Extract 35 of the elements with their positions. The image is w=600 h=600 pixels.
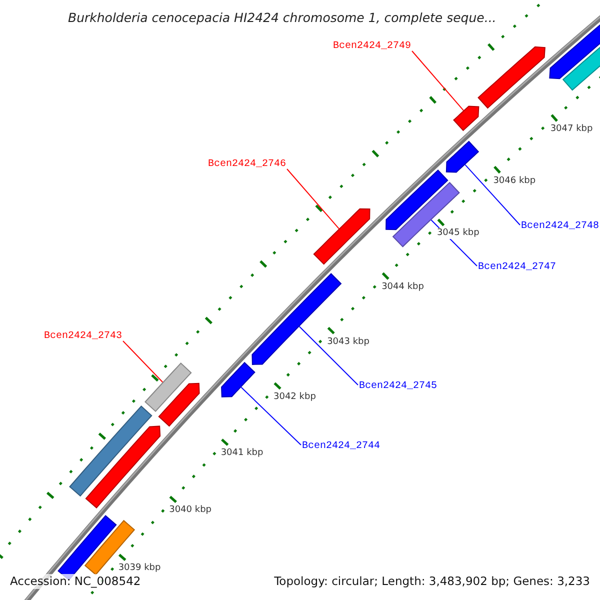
gene-label: Bcen2424_2744 (302, 441, 380, 453)
scale-label: 3039 kbp (118, 563, 161, 574)
scale-label: 3045 kbp (436, 228, 480, 240)
scale-label: 3046 kbp (493, 176, 536, 187)
scale-label: 3047 kbp (550, 124, 593, 135)
map-title: Burkholderia cenocepacia HI2424 chromosome 1, complete seque... (68, 10, 496, 26)
scale-label: 3044 kbp (382, 282, 424, 294)
gene-bar (446, 140, 480, 173)
gene-bar (158, 382, 200, 427)
genome-info-text: Topology: circular; Length: 3,483,902 bp; Genes: 3,233 (272, 574, 592, 589)
gene-label: Bcen2424_2749 (333, 41, 412, 53)
gene-label: Bcen2424_2747 (478, 262, 556, 274)
scale-label: 3042 kbp (274, 392, 316, 403)
leader-line (122, 340, 164, 383)
gene-bar (144, 362, 192, 412)
scale-label: 3043 kbp (327, 336, 370, 348)
gene-bar (85, 426, 161, 508)
scale-label: 3041 kbp (220, 448, 264, 460)
gene-bar (478, 46, 546, 109)
gene-bar (313, 208, 370, 265)
leader-line (298, 326, 358, 386)
gene-bar (221, 362, 256, 398)
gene-label: Bcen2424_2743 (44, 331, 122, 343)
gene-bar (392, 182, 460, 248)
gene-label: Bcen2424_2748 (521, 221, 600, 233)
leader-line (240, 386, 302, 446)
leader-line (464, 164, 520, 226)
leader-line (286, 168, 340, 230)
accession-text: Accession: NC_008542 (8, 574, 143, 589)
gene-label: Bcen2424_2745 (359, 381, 438, 393)
scale-label: 3040 kbp (169, 505, 212, 516)
leader-line (412, 50, 464, 111)
gene-bar (69, 406, 152, 497)
gene-label: Bcen2424_2746 (208, 159, 286, 171)
gene-bar (453, 106, 480, 132)
